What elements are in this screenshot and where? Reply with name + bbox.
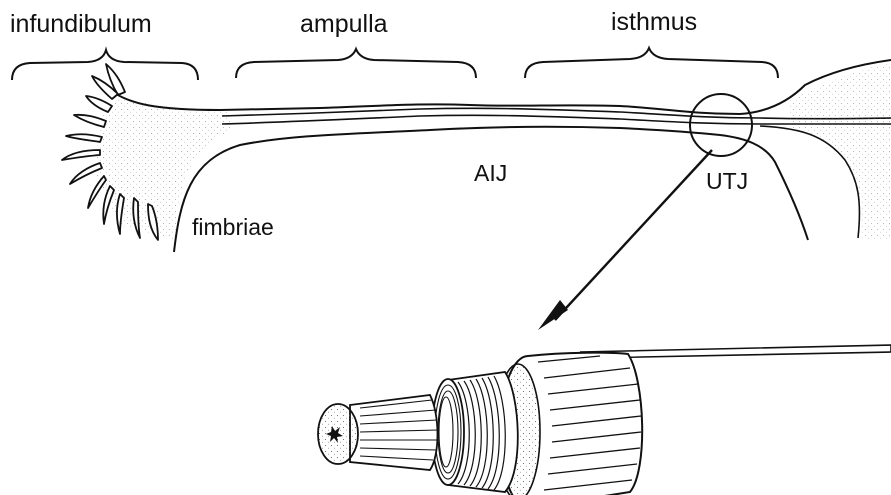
infundibulum-brace [12,50,198,80]
label-aij: AIJ [474,162,507,185]
cross-section [318,345,891,495]
uterus-stippling [790,62,891,240]
magnify-arrow-line [555,150,712,320]
label-ampulla: ampulla [300,12,388,37]
tube-upper-wall [110,60,891,114]
isthmus-brace [525,48,778,78]
magnify-arrowhead [538,300,568,330]
ampulla-brace [236,49,476,78]
label-infundibulum: infundibulum [10,12,152,37]
label-utj: UTJ [706,170,748,193]
label-fimbriae: fimbriae [192,216,274,239]
label-isthmus: isthmus [611,10,697,35]
utj-circle [690,94,752,156]
